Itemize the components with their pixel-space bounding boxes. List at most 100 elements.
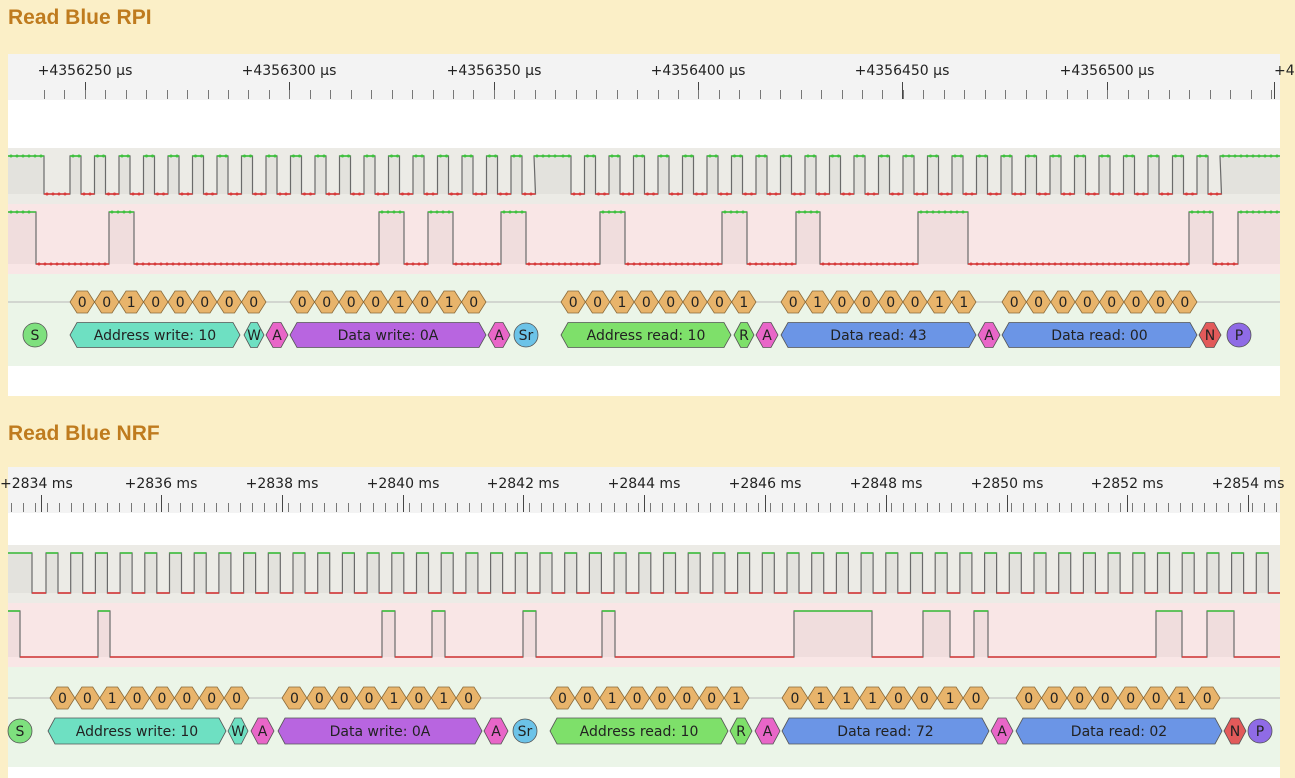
bit-cell[interactable]: 0 bbox=[649, 686, 675, 710]
bit-cell[interactable]: 0 bbox=[461, 290, 487, 314]
bit-cell[interactable]: 0 bbox=[1194, 686, 1221, 710]
bit-cell[interactable]: 1 bbox=[926, 290, 953, 314]
bit-cell[interactable]: 0 bbox=[281, 686, 308, 710]
time-ruler[interactable]: +2834 ms+2836 ms+2838 ms+2840 ms+2842 ms… bbox=[0, 467, 1284, 513]
bit-cell[interactable]: 0 bbox=[673, 686, 700, 710]
bit-cell[interactable]: 0 bbox=[1050, 290, 1076, 314]
time-ruler[interactable]: +4356250 µs+4356300 µs+4356350 µs+435640… bbox=[8, 54, 1295, 100]
scl-lane[interactable] bbox=[8, 545, 1280, 603]
bit-cell[interactable]: 0 bbox=[74, 686, 101, 710]
i2c-frame-read[interactable]: Data read: 43 bbox=[780, 322, 977, 348]
bit-cell[interactable]: 1 bbox=[436, 290, 462, 314]
bit-cell[interactable]: 0 bbox=[405, 686, 432, 710]
i2c-frame-nack[interactable]: N bbox=[1198, 322, 1222, 348]
bit-cell[interactable]: 0 bbox=[1172, 290, 1198, 314]
bit-cell[interactable]: 0 bbox=[902, 290, 928, 314]
bit-cell[interactable]: 0 bbox=[1074, 290, 1100, 314]
bit-cell[interactable]: 0 bbox=[331, 686, 358, 710]
bit-cell[interactable]: 0 bbox=[49, 686, 76, 710]
i2c-frame-read[interactable]: Data read: 72 bbox=[781, 717, 990, 745]
bit-cell[interactable]: 0 bbox=[853, 290, 879, 314]
bit-cell[interactable]: 1 bbox=[599, 686, 626, 710]
i2c-frame-rw[interactable]: W bbox=[227, 717, 249, 745]
i2c-frame-read[interactable]: Data read: 02 bbox=[1015, 717, 1223, 745]
bit-cell[interactable]: 0 bbox=[356, 686, 382, 710]
bit-cell[interactable]: 0 bbox=[314, 290, 340, 314]
bit-cell[interactable]: 1 bbox=[833, 686, 861, 710]
bit-cell[interactable]: 0 bbox=[306, 686, 333, 710]
bit-cell[interactable]: 0 bbox=[1066, 686, 1093, 710]
bit-cell[interactable]: 0 bbox=[1025, 290, 1052, 314]
bit-cell[interactable]: 0 bbox=[412, 290, 438, 314]
sda-lane[interactable] bbox=[8, 603, 1280, 667]
i2c-frame-nack[interactable]: N bbox=[1223, 717, 1247, 745]
i2c-frame-ack[interactable]: A bbox=[250, 717, 275, 745]
i2c-frame-start[interactable]: S bbox=[7, 718, 33, 744]
bit-cell[interactable]: 0 bbox=[878, 290, 904, 314]
bit-cell[interactable]: 0 bbox=[1147, 290, 1174, 314]
bit-cell[interactable]: 0 bbox=[1117, 686, 1144, 710]
bit-cell[interactable]: 0 bbox=[962, 686, 990, 710]
i2c-frame-rw[interactable]: R bbox=[729, 717, 753, 745]
i2c-frame-address[interactable]: Address write: 10 bbox=[69, 322, 241, 348]
i2c-frame-restart[interactable]: Sr bbox=[512, 718, 538, 744]
bit-cell[interactable]: 0 bbox=[124, 686, 150, 710]
bit-cell[interactable]: 0 bbox=[241, 290, 267, 314]
bit-cell[interactable]: 0 bbox=[910, 686, 938, 710]
bit-cell[interactable]: 0 bbox=[289, 290, 315, 314]
bit-cell[interactable]: 0 bbox=[94, 290, 120, 314]
scl-lane[interactable] bbox=[8, 148, 1280, 204]
bit-cell[interactable]: 0 bbox=[574, 686, 601, 710]
i2c-frame-read[interactable]: Data read: 00 bbox=[1001, 322, 1198, 348]
i2c-frame-data[interactable]: Data write: 0A bbox=[277, 717, 483, 745]
bit-cell[interactable]: 0 bbox=[192, 290, 218, 314]
bit-cell[interactable]: 1 bbox=[804, 290, 831, 314]
bit-cell[interactable]: 0 bbox=[173, 686, 200, 710]
i2c-frame-rw[interactable]: R bbox=[733, 322, 755, 348]
i2c-frame-ack[interactable]: A bbox=[977, 322, 1001, 348]
bit-cell[interactable]: 0 bbox=[633, 290, 659, 314]
bit-cell[interactable]: 0 bbox=[584, 290, 611, 314]
bit-cell[interactable]: 0 bbox=[1015, 686, 1042, 710]
bit-cell[interactable]: 1 bbox=[859, 686, 886, 710]
bit-cell[interactable]: 1 bbox=[936, 686, 964, 710]
i2c-frame-ack[interactable]: A bbox=[755, 322, 779, 348]
bit-cell[interactable]: 1 bbox=[387, 290, 413, 314]
bit-cell[interactable]: 0 bbox=[1001, 290, 1027, 314]
i2c-frame-ack[interactable]: A bbox=[754, 717, 781, 745]
bit-cell[interactable]: 0 bbox=[1099, 290, 1125, 314]
bit-cell[interactable]: 0 bbox=[455, 686, 482, 710]
bit-cell[interactable]: 0 bbox=[149, 686, 175, 710]
bit-cell[interactable]: 1 bbox=[430, 686, 457, 710]
i2c-frame-restart[interactable]: Sr bbox=[513, 322, 539, 348]
i2c-frame-stop[interactable]: P bbox=[1247, 718, 1273, 744]
bit-cell[interactable]: 1 bbox=[99, 686, 126, 710]
i2c-frame-start[interactable]: S bbox=[22, 322, 48, 348]
i2c-frame-address[interactable]: Address read: 10 bbox=[549, 717, 729, 745]
bit-cell[interactable]: 0 bbox=[1041, 686, 1068, 710]
bit-cell[interactable]: 1 bbox=[609, 290, 635, 314]
bit-cell[interactable]: 1 bbox=[723, 686, 750, 710]
bit-cell[interactable]: 0 bbox=[682, 290, 708, 314]
bit-cell[interactable]: 0 bbox=[1123, 290, 1149, 314]
i2c-frame-ack[interactable]: A bbox=[483, 717, 509, 745]
i2c-frame-ack[interactable]: A bbox=[265, 322, 289, 348]
bit-cell[interactable]: 0 bbox=[143, 290, 169, 314]
i2c-frame-rw[interactable]: W bbox=[243, 322, 265, 348]
bit-cell[interactable]: 0 bbox=[338, 290, 364, 314]
logic-analyzer-panel[interactable]: +2834 ms+2836 ms+2838 ms+2840 ms+2842 ms… bbox=[0, 467, 1284, 778]
bit-cell[interactable]: 0 bbox=[706, 290, 733, 314]
bit-cell[interactable]: 1 bbox=[381, 686, 407, 710]
i2c-frame-ack[interactable]: A bbox=[487, 322, 511, 348]
bit-cell[interactable]: 0 bbox=[549, 686, 576, 710]
bit-cell[interactable]: 0 bbox=[198, 686, 225, 710]
sda-lane[interactable] bbox=[8, 204, 1280, 274]
bit-cell[interactable]: 1 bbox=[807, 686, 835, 710]
logic-analyzer-panel[interactable]: +4356250 µs+4356300 µs+4356350 µs+435640… bbox=[8, 54, 1295, 396]
bit-cell[interactable]: 1 bbox=[118, 290, 144, 314]
bit-cell[interactable]: 0 bbox=[829, 290, 855, 314]
bit-cell[interactable]: 0 bbox=[781, 686, 809, 710]
bit-cell[interactable]: 0 bbox=[780, 290, 806, 314]
